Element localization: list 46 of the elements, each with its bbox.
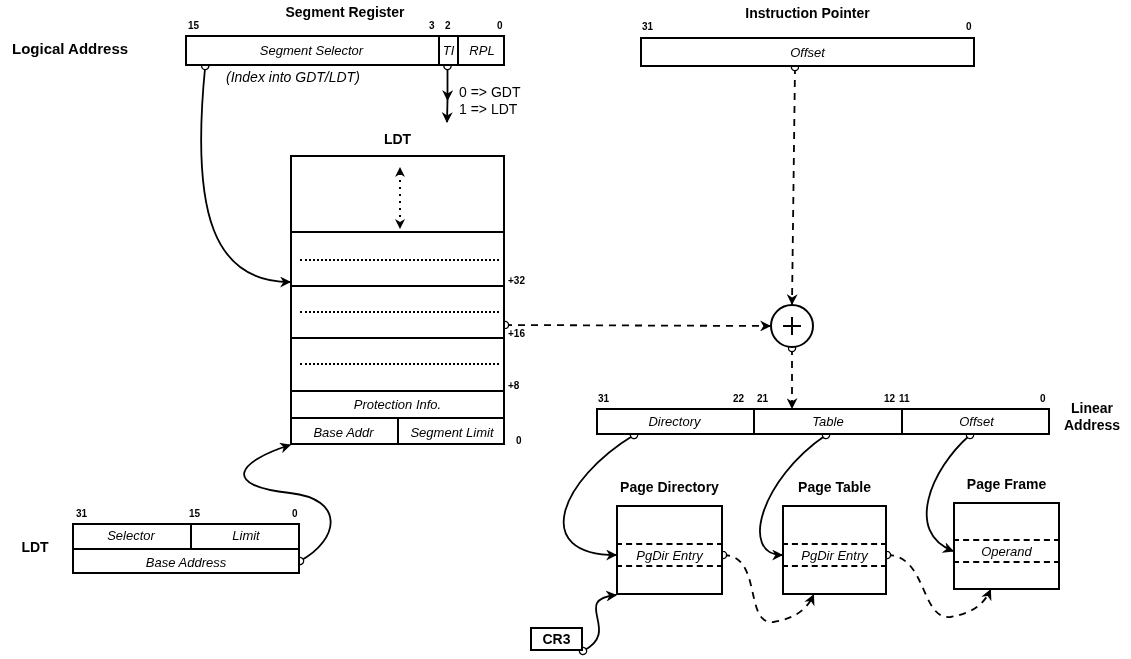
value-note: 0 => GDT [459,84,522,99]
register-field: Base Address [72,548,300,574]
register-field: Selector [72,523,190,548]
table-entry: Protection Info. [290,390,505,417]
bit-number: 15 [188,21,200,31]
bit-number: 11 [899,394,910,404]
bit-number: 31 [642,22,654,32]
bit-number: +16 [508,329,525,339]
note-text: (Index into GDT/LDT) [226,70,360,84]
box-heading: Linear Address [1063,399,1121,435]
register-field: Limit [190,523,300,548]
arrow [578,591,618,656]
bit-number: 2 [445,21,451,31]
register-field: Offset [901,408,1050,435]
bit-number: 22 [733,394,745,404]
table-entry: Operand [953,539,1060,563]
box-heading: LDT [383,131,412,149]
table-entry: PgDir Entry [782,543,887,567]
bit-number: 31 [76,509,88,519]
box-heading: Segment Register [285,4,405,22]
bit-number: 0 [516,436,522,446]
box-heading: Page Directory [620,479,719,497]
table-entry: PgDir Entry [616,543,723,567]
value-note: 1 => LDT [459,101,519,116]
bit-number: 0 [966,22,972,32]
box-heading: LDT [21,539,49,557]
register-field: TI [438,35,457,66]
register-field: Table [753,408,901,435]
register-field: Directory [596,408,753,435]
register-field: Segment Selector [185,35,438,66]
row-label: Logical Address [12,41,129,56]
box-heading: Page Table [798,479,871,497]
box-heading: Page Frame [966,476,1047,494]
register-box: CR3 [530,627,583,651]
bit-number: 3 [429,21,435,31]
arrow [243,443,332,566]
bit-number: +8 [508,381,520,391]
bit-number: 31 [598,394,610,404]
box-heading: Instruction Pointer [745,5,870,23]
register-field: Offset [640,37,975,67]
bit-number: +32 [508,276,525,286]
table-entry: Segment Limit [397,417,505,445]
register-field: RPL [457,35,505,66]
table-entry: Base Addr [290,417,397,445]
bit-number: 12 [884,394,896,404]
arrow [442,65,453,123]
